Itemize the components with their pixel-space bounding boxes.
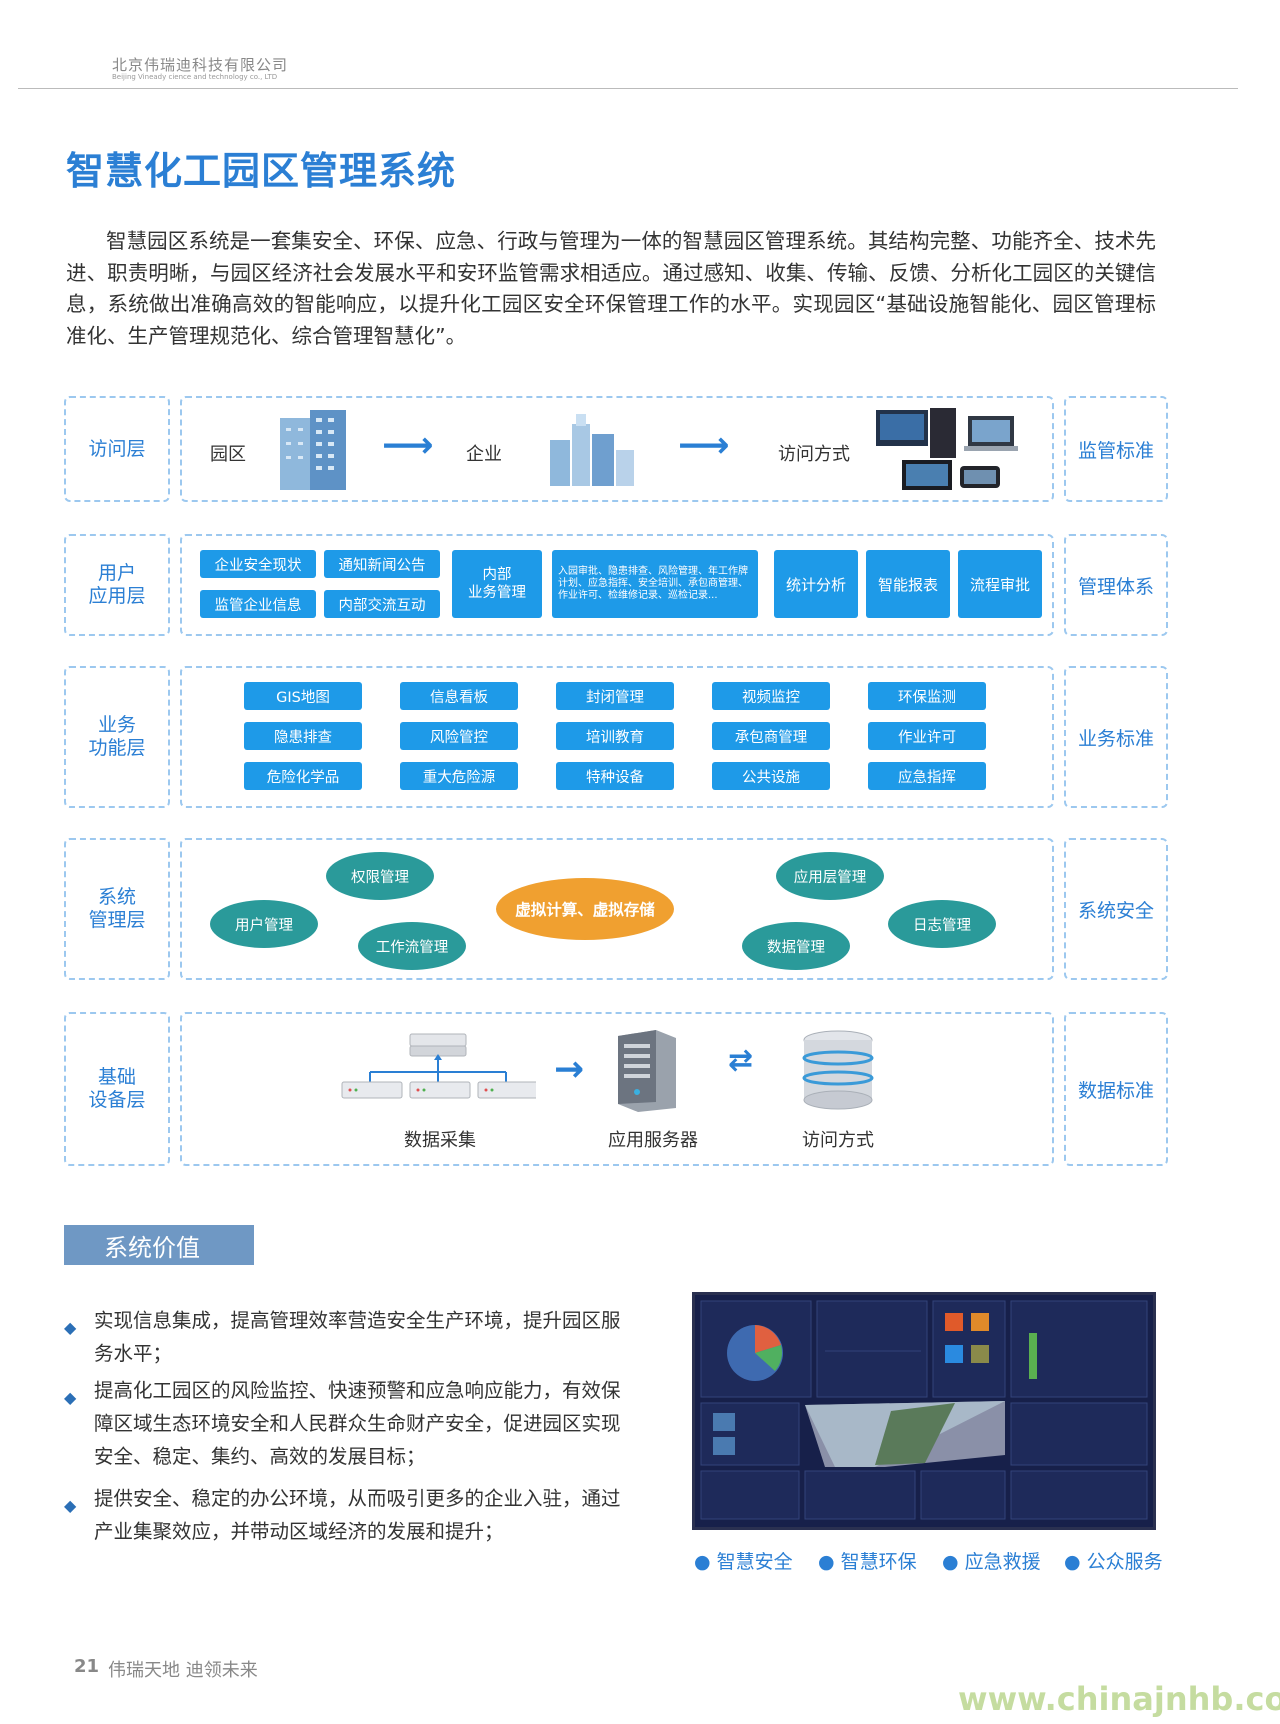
section-heading-value: 系统价值 [64, 1225, 254, 1265]
oval-workflow-management[interactable]: 工作流管理 [358, 922, 466, 970]
value-bullet-2: ◆ 提高化工园区的风险监控、快速预警和应急响应能力，有效保障区域生态环境安全和人民… [64, 1374, 624, 1473]
btn-smart-report[interactable]: 智能报表 [866, 550, 950, 618]
arrow-right-icon: → [554, 1049, 585, 1090]
access-item-enterprise: 企业 [466, 444, 502, 465]
layer-panel-access: 园区 ⟶ 企业 ⟶ 访问方式 [180, 396, 1054, 502]
std-label-supervision: 监管标准 [1064, 396, 1168, 502]
oval-user-management[interactable]: 用户管理 [210, 900, 318, 948]
tag-emergency-rescue: ● 应急救援 [942, 1551, 1041, 1573]
server-icon [618, 1030, 676, 1112]
dashboard-thumbnail-image [695, 1295, 1153, 1527]
diamond-bullet-icon: ◆ [64, 1388, 77, 1407]
btn-enterprise-safety-status[interactable]: 企业安全现状 [200, 550, 316, 578]
page-number: 21 [74, 1656, 100, 1677]
arrow-right-icon: ⟶ [678, 425, 730, 466]
value-bullet-text: 提高化工园区的风险监控、快速预警和应急响应能力，有效保障区域生态环境安全和人民群… [94, 1379, 621, 1468]
oval-virtual-compute-storage[interactable]: 虚拟计算、虚拟存储 [496, 878, 674, 940]
btn-major-hazard[interactable]: 重大危险源 [400, 762, 518, 790]
btn-env-monitor[interactable]: 环保监测 [868, 682, 986, 710]
layer-panel-business: GIS地图 信息看板 封闭管理 视频监控 环保监测 隐患排查 风险管控 培训教育… [180, 666, 1054, 808]
dashboard-screenshot [692, 1292, 1156, 1530]
tag-public-service: ● 公众服务 [1064, 1551, 1163, 1573]
footer-slogan: 伟瑞天地 迪领未来 [108, 1660, 258, 1681]
btn-public-facilities[interactable]: 公共设施 [712, 762, 830, 790]
layer-label-base: 基础 设备层 [64, 1012, 170, 1166]
tag-smart-env: ● 智慧环保 [818, 1551, 917, 1573]
access-item-method: 访问方式 [778, 444, 850, 465]
caption-data-collection: 数据采集 [404, 1130, 476, 1151]
btn-training[interactable]: 培训教育 [556, 722, 674, 750]
btn-hazard-check[interactable]: 隐患排查 [244, 722, 362, 750]
layer-label-system: 系统 管理层 [64, 838, 170, 980]
caption-app-server: 应用服务器 [608, 1130, 698, 1151]
btn-supervised-enterprise-info[interactable]: 监管企业信息 [200, 590, 316, 618]
layer-panel-base: → ⇄ 数据采集 应用服务器 访问方式 [180, 1012, 1054, 1166]
intro-paragraph: 智慧园区系统是一套集安全、环保、应急、行政与管理为一体的智慧园区管理系统。其结构… [66, 229, 1156, 348]
btn-hazardous-chemicals[interactable]: 危险化学品 [244, 762, 362, 790]
database-icon [802, 1030, 874, 1110]
btn-gis-map[interactable]: GIS地图 [244, 682, 362, 710]
layer-label-business: 业务 功能层 [64, 666, 170, 808]
btn-closed-management[interactable]: 封闭管理 [556, 682, 674, 710]
btn-internal-business[interactable]: 内部 业务管理 [452, 550, 542, 618]
btn-risk-control[interactable]: 风险管控 [400, 722, 518, 750]
std-label-business: 业务标准 [1064, 666, 1168, 808]
devices-icon [876, 408, 1018, 490]
btn-emergency-command[interactable]: 应急指挥 [868, 762, 986, 790]
oval-app-layer-management[interactable]: 应用层管理 [776, 852, 884, 900]
btn-workflow-approval[interactable]: 流程审批 [958, 550, 1042, 618]
value-bullet-text: 实现信息集成，提高管理效率营造安全生产环境，提升园区服务水平； [94, 1309, 621, 1365]
btn-work-permit[interactable]: 作业许可 [868, 722, 986, 750]
layer-label-access: 访问层 [64, 396, 170, 502]
btn-special-equipment[interactable]: 特种设备 [556, 762, 674, 790]
arrow-right-icon: ⟶ [382, 425, 434, 466]
factory-icon [550, 414, 634, 486]
btn-business-process-list[interactable]: 入园审批、隐患排查、风险管理、年工作牌计划、应急指挥、安全培训、承包商管理、作业… [552, 550, 758, 618]
diamond-bullet-icon: ◆ [64, 1318, 77, 1337]
std-label-data: 数据标准 [1064, 1012, 1168, 1166]
diamond-bullet-icon: ◆ [64, 1496, 77, 1515]
btn-info-board[interactable]: 信息看板 [400, 682, 518, 710]
page-title: 智慧化工园区管理系统 [66, 149, 457, 193]
network-devices-icon [341, 1033, 536, 1099]
company-name-en: Beijing Vineady cience and technology co… [112, 73, 278, 81]
bidirectional-arrow-icon: ⇄ [728, 1043, 754, 1078]
header-divider [18, 88, 1238, 89]
btn-video-monitor[interactable]: 视频监控 [712, 682, 830, 710]
access-item-park: 园区 [210, 444, 246, 465]
btn-statistics[interactable]: 统计分析 [774, 550, 858, 618]
oval-log-management[interactable]: 日志管理 [888, 900, 996, 948]
oval-data-management[interactable]: 数据管理 [742, 922, 850, 970]
value-bullet-text: 提供安全、稳定的办公环境，从而吸引更多的企业入驻，通过产业集聚效应，并带动区域经… [94, 1487, 621, 1543]
btn-internal-communication[interactable]: 内部交流互动 [324, 590, 440, 618]
tag-smart-safety: ● 智慧安全 [694, 1551, 793, 1573]
watermark-url: www.chinajnhb.com [958, 1680, 1280, 1718]
oval-permission-management[interactable]: 权限管理 [326, 852, 434, 900]
btn-contractor-management[interactable]: 承包商管理 [712, 722, 830, 750]
btn-notice-news[interactable]: 通知新闻公告 [324, 550, 440, 578]
std-label-system-security: 系统安全 [1064, 838, 1168, 980]
value-bullet-3: ◆ 提供安全、稳定的办公环境，从而吸引更多的企业入驻，通过产业集聚效应，并带动区域… [64, 1482, 624, 1548]
caption-access-method: 访问方式 [802, 1130, 874, 1151]
std-label-management: 管理体系 [1064, 534, 1168, 636]
layer-label-user-app: 用户 应用层 [64, 534, 170, 636]
company-name-cn: 北京伟瑞迪科技有限公司 [112, 56, 289, 74]
layer-panel-user-app: 企业安全现状 通知新闻公告 监管企业信息 内部交流互动 内部 业务管理 入园审批… [180, 534, 1054, 636]
building-icon [280, 410, 346, 490]
layer-panel-system: 权限管理 用户管理 工作流管理 虚拟计算、虚拟存储 应用层管理 日志管理 数据管… [180, 838, 1054, 980]
value-bullet-1: ◆ 实现信息集成，提高管理效率营造安全生产环境，提升园区服务水平； [64, 1304, 624, 1370]
